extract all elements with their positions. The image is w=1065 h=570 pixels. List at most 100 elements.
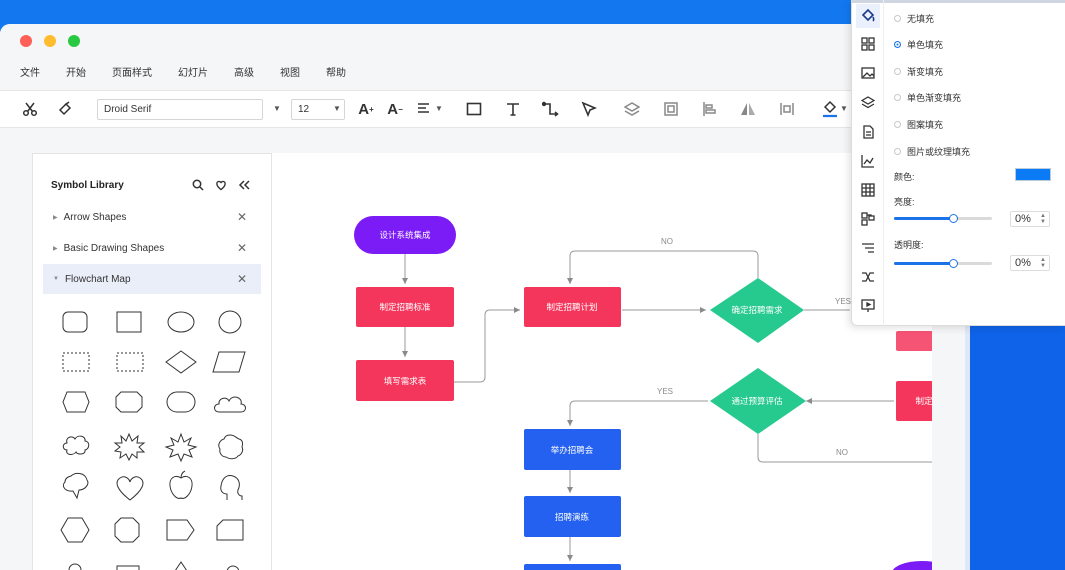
node-plan[interactable]	[524, 287, 621, 327]
node-partial[interactable]	[896, 381, 932, 421]
menu-view[interactable]: 视图	[280, 67, 300, 79]
node-budget[interactable]	[710, 368, 806, 434]
color-swatch[interactable]	[1015, 168, 1051, 181]
maximize-window-button[interactable]	[68, 35, 80, 47]
shape-ellipse[interactable]	[167, 311, 195, 333]
presentation-tab-icon[interactable]	[860, 298, 876, 314]
distribute-icon[interactable]	[778, 100, 796, 118]
diagram-canvas[interactable]: NO YES YES NO 设计系统集成 制定招聘标准 填写需求表 制定招聘计划…	[272, 153, 932, 570]
heart-icon[interactable]	[214, 178, 228, 192]
shape-rect[interactable]	[116, 311, 142, 333]
font-family-chevron-down-icon[interactable]: ▼	[273, 104, 281, 113]
menu-start[interactable]: 开始	[66, 67, 86, 79]
decrease-font-icon[interactable]: A−	[387, 100, 403, 118]
layers-tab-icon[interactable]	[860, 95, 876, 111]
brightness-slider-handle[interactable]	[949, 214, 958, 223]
pointer-tool-icon[interactable]	[580, 100, 598, 118]
shape-dashed-rect[interactable]	[62, 352, 90, 372]
menu-help[interactable]: 帮助	[326, 67, 346, 79]
opacity-slider[interactable]	[894, 259, 992, 268]
menu-advanced[interactable]: 高级	[234, 67, 254, 79]
shape-speech-bubble[interactable]	[62, 472, 89, 500]
shape-partial-2[interactable]	[116, 565, 140, 570]
library-section-flowchart-map[interactable]: ▼ Flowchart Map ✕	[43, 264, 261, 294]
close-icon[interactable]: ✕	[236, 272, 247, 286]
node-next[interactable]	[524, 564, 621, 570]
shape-diamond[interactable]	[165, 350, 197, 374]
radio-none[interactable]	[894, 15, 901, 22]
brightness-input[interactable]: 0% ▲▼	[1010, 211, 1050, 227]
scissors-icon[interactable]	[21, 100, 39, 118]
opacity-slider-handle[interactable]	[949, 259, 958, 268]
layers-icon[interactable]	[623, 100, 641, 118]
font-size-chevron-down-icon[interactable]: ▼	[333, 104, 341, 113]
fill-option-single-gradient[interactable]: 单色渐变填充	[894, 91, 961, 104]
fill-option-solid[interactable]: 单色填充	[894, 38, 943, 51]
fill-option-texture[interactable]: 图片或纹理填充	[894, 145, 970, 158]
radio-single-gradient[interactable]	[894, 94, 901, 101]
close-window-button[interactable]	[20, 35, 32, 47]
text-tool-icon[interactable]	[504, 100, 522, 118]
shape-partial-3[interactable]	[173, 561, 189, 570]
shape-octagon-wide[interactable]	[115, 391, 143, 413]
menu-slides[interactable]: 幻灯片	[178, 67, 208, 79]
spinner-icon[interactable]: ▲▼	[1040, 257, 1046, 269]
shape-partial-1[interactable]	[68, 563, 82, 570]
menu-page-style[interactable]: 页面样式	[112, 67, 152, 79]
shape-snipped-rect[interactable]	[216, 519, 244, 541]
shape-burst-1[interactable]	[113, 432, 146, 462]
shuffle-tab-icon[interactable]	[860, 269, 876, 285]
shape-pentagon-arrow[interactable]	[166, 519, 195, 541]
crop-icon[interactable]	[662, 100, 680, 118]
shape-head-profile[interactable]	[220, 475, 243, 500]
align-text-icon[interactable]	[416, 100, 434, 118]
fill-bucket-icon[interactable]	[821, 100, 839, 118]
font-size-select[interactable]: 12	[291, 99, 345, 120]
chart-tab-icon[interactable]	[860, 153, 876, 169]
radio-gradient[interactable]	[894, 68, 901, 75]
align-chevron-down-icon[interactable]: ▼	[435, 104, 443, 113]
brightness-slider[interactable]	[894, 214, 992, 223]
opacity-input[interactable]: 0% ▲▼	[1010, 255, 1050, 271]
shape-rounded-rect[interactable]	[62, 311, 88, 333]
fill-tab-icon[interactable]	[856, 4, 880, 28]
shape-octagon[interactable]	[114, 517, 140, 543]
document-tab-icon[interactable]	[860, 124, 876, 140]
node-design[interactable]	[354, 216, 456, 254]
node-standard[interactable]	[356, 287, 454, 327]
shape-hexagon[interactable]	[60, 517, 90, 543]
fill-option-pattern[interactable]: 图案填充	[894, 118, 943, 131]
shape-burst-2[interactable]	[164, 432, 198, 463]
shape-apple[interactable]	[169, 470, 193, 499]
library-section-basic-drawing-shapes[interactable]: ▶ Basic Drawing Shapes ✕	[43, 233, 261, 263]
shape-hexagon-wide[interactable]	[62, 391, 90, 413]
shape-cloud[interactable]	[214, 396, 246, 413]
node-form[interactable]	[356, 360, 454, 401]
rectangle-tool-icon[interactable]	[465, 100, 483, 118]
shape-dashed-rect-2[interactable]	[116, 352, 144, 372]
shape-explosion-cloud[interactable]	[62, 435, 90, 455]
collapse-icon[interactable]	[237, 178, 251, 192]
shape-blob[interactable]	[218, 434, 244, 460]
radio-pattern[interactable]	[894, 121, 901, 128]
flip-icon[interactable]	[739, 100, 757, 118]
library-section-arrow-shapes[interactable]: ▶ Arrow Shapes ✕	[43, 202, 261, 232]
shape-circle[interactable]	[218, 310, 242, 334]
text-format-tab-icon[interactable]	[860, 240, 876, 256]
minimize-window-button[interactable]	[44, 35, 56, 47]
increase-font-icon[interactable]: A+	[358, 100, 374, 118]
align-left-icon[interactable]	[701, 100, 719, 118]
node-drill[interactable]	[524, 496, 621, 537]
font-family-select[interactable]: Droid Serif	[97, 99, 263, 120]
close-icon[interactable]: ✕	[236, 241, 247, 255]
fill-option-gradient[interactable]: 渐变填充	[894, 65, 943, 78]
node-end-terminator[interactable]	[892, 561, 932, 570]
grid-tab-icon[interactable]	[860, 36, 876, 52]
node-hidden-red[interactable]	[896, 331, 932, 351]
search-icon[interactable]	[191, 178, 205, 192]
node-confirm[interactable]	[710, 278, 804, 343]
radio-texture[interactable]	[894, 148, 901, 155]
format-painter-icon[interactable]	[56, 100, 74, 118]
shape-terminator[interactable]	[166, 391, 196, 413]
org-chart-tab-icon[interactable]	[860, 211, 876, 227]
